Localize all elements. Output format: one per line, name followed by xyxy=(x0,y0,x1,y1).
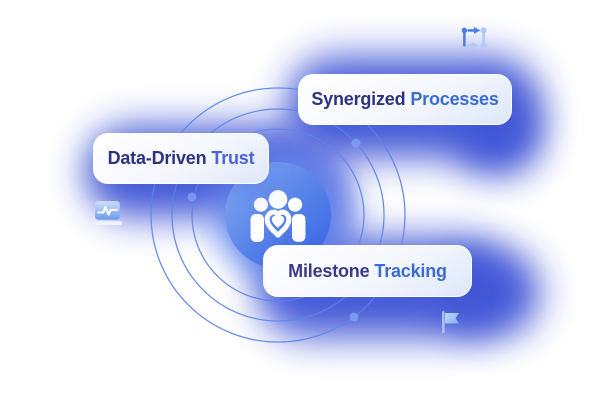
flag-icon xyxy=(442,311,459,333)
feature-label-primary: Milestone xyxy=(288,260,370,281)
sync-swap-icon xyxy=(461,27,487,49)
card-synergized-processes: Synergized Processes xyxy=(298,74,512,125)
feature-label-primary: Data-Driven xyxy=(107,148,207,168)
feature-label-primary: Synergized xyxy=(311,89,406,109)
team-heart-icon xyxy=(250,190,306,242)
card-data-driven-trust: Data-Driven Trust xyxy=(93,133,269,184)
feature-label-secondary: Tracking xyxy=(374,260,447,281)
card-milestone-tracking: Milestone Tracking xyxy=(263,245,472,297)
activity-monitor-icon xyxy=(93,201,122,225)
feature-label-secondary: Trust xyxy=(211,148,255,168)
orbit-node-dots xyxy=(187,138,361,322)
feature-label-secondary: Processes xyxy=(410,89,499,109)
